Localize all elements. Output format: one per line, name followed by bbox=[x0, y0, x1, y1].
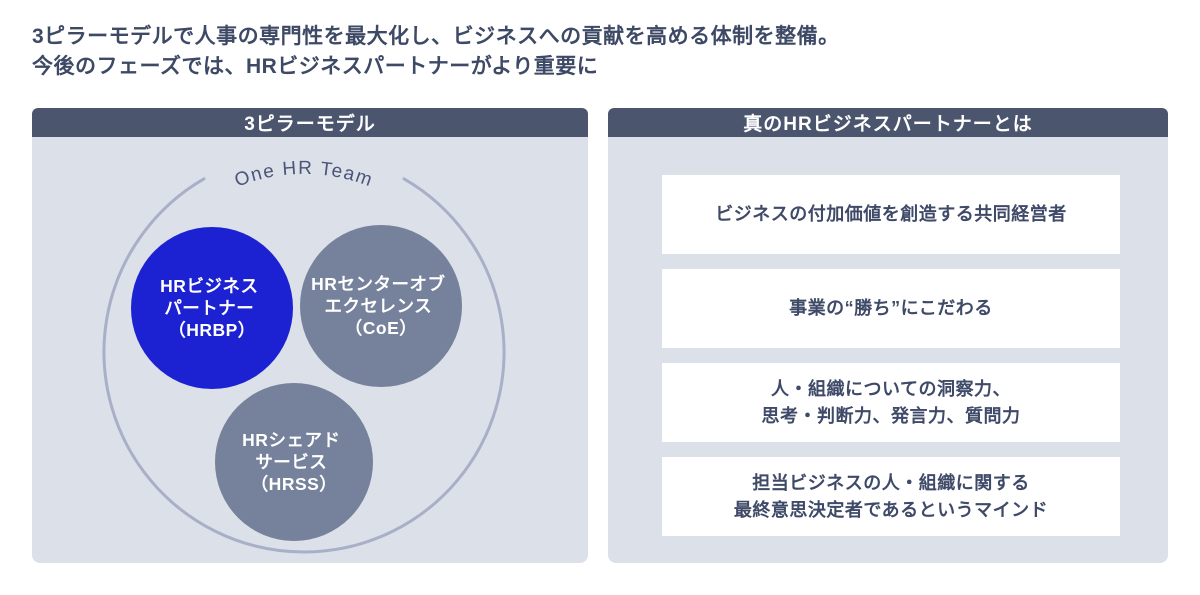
hrbp-trait-2-line-1: 事業の“勝ち”にこだわる bbox=[789, 298, 993, 318]
hrbp-trait-3-line-2: 思考・判断力、発言力、質問力 bbox=[761, 405, 1021, 426]
venn-diagram-svg: One HR Team HRビジネス パートナー （HRBP） HRセンターオブ bbox=[102, 158, 506, 554]
page-title-line-2: 今後のフェーズでは、HRビジネスパートナーがより重要に bbox=[32, 55, 599, 78]
true-hrbp-panel-body: ビジネスの付加価値を創造する共同経営者 事業の“勝ち”にこだわる 人・組織につい… bbox=[608, 137, 1168, 563]
hrbp-circle bbox=[131, 227, 293, 389]
coe-circle-label: HRセンターオブ エクセレンス （CoE） bbox=[311, 274, 451, 338]
page-title: 3ピラーモデルで人事の専門性を最大化し、ビジネスへの貢献を高める体制を整備。 今… bbox=[32, 22, 840, 82]
hrbp-trait-3-line-1: 人・組織についての洞察力、 bbox=[771, 378, 1011, 399]
page-title-line-1: 3ピラーモデルで人事の専門性を最大化し、ビジネスへの貢献を高める体制を整備。 bbox=[32, 25, 840, 48]
coe-circle bbox=[300, 225, 462, 387]
hrbp-trait-4-line-2: 最終意思決定者であるというマインド bbox=[733, 499, 1049, 520]
hrbp-trait-card-3: 人・組織についての洞察力、 思考・判断力、発言力、質問力 bbox=[662, 363, 1120, 442]
three-pillar-panel: 3ピラーモデル One HR Team bbox=[32, 108, 588, 563]
true-hrbp-panel-header: 真のHRビジネスパートナーとは bbox=[608, 108, 1168, 137]
true-hrbp-panel-title: 真のHRビジネスパートナーとは bbox=[743, 114, 1033, 135]
hrbp-trait-card-1: ビジネスの付加価値を創造する共同経営者 bbox=[662, 175, 1120, 254]
hrss-circle bbox=[215, 383, 373, 541]
true-hrbp-panel: 真のHRビジネスパートナーとは ビジネスの付加価値を創造する共同経営者 事業の“… bbox=[608, 108, 1168, 563]
hrbp-trait-card-4: 担当ビジネスの人・組織に関する 最終意思決定者であるというマインド bbox=[662, 457, 1120, 536]
one-hr-team-label: One HR Team bbox=[232, 158, 376, 192]
three-pillar-diagram: One HR Team HRビジネス パートナー （HRBP） HRセンターオブ bbox=[32, 137, 588, 563]
hrbp-trait-4-line-1: 担当ビジネスの人・組織に関する bbox=[752, 472, 1030, 493]
three-pillar-panel-header: 3ピラーモデル bbox=[32, 108, 588, 137]
three-pillar-panel-title: 3ピラーモデル bbox=[244, 114, 376, 135]
hrss-circle-label: HRシェアド サービス （HRSS） bbox=[242, 430, 346, 494]
one-hr-team-ring bbox=[102, 177, 506, 554]
hrbp-circle-label: HRビジネス パートナー （HRBP） bbox=[160, 276, 264, 340]
hrbp-trait-card-2: 事業の“勝ち”にこだわる bbox=[662, 269, 1120, 348]
hrbp-trait-list: ビジネスの付加価値を創造する共同経営者 事業の“勝ち”にこだわる 人・組織につい… bbox=[608, 137, 1168, 563]
hrbp-trait-1-line-1: ビジネスの付加価値を創造する共同経営者 bbox=[715, 204, 1067, 224]
